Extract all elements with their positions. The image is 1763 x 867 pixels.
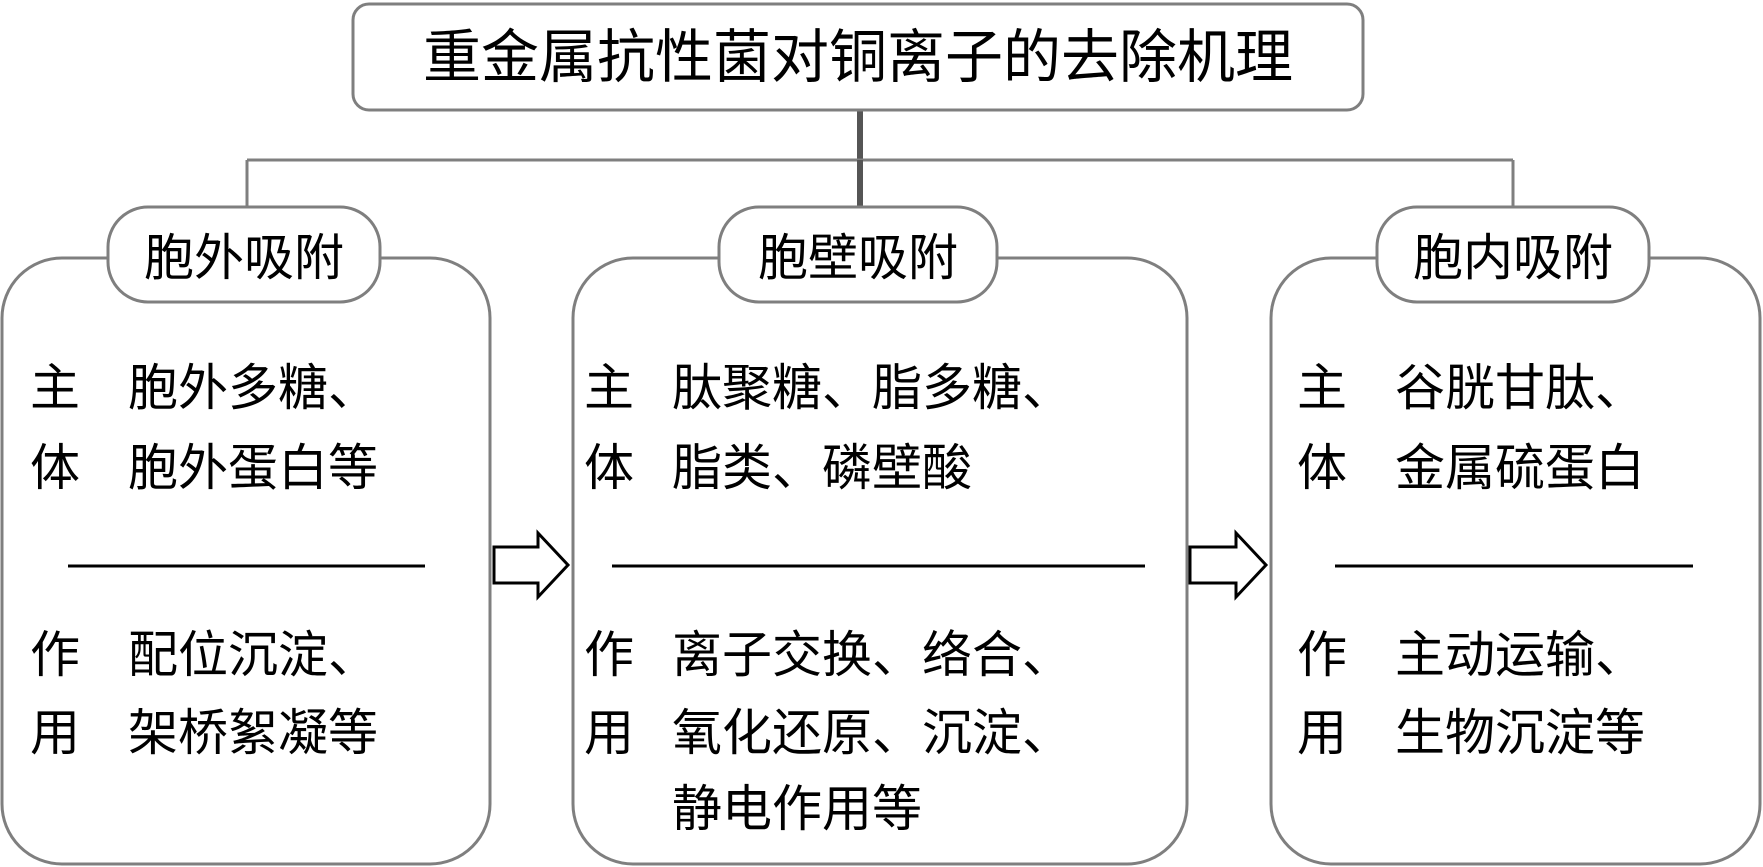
column-header-box: [106, 205, 382, 304]
column-box: [1269, 256, 1762, 866]
column-intracellular: 胞内吸附 主 体 谷胱甘肽、 金属硫蛋白 作 用 主动运输、 生物沉淀等: [1269, 205, 1762, 866]
function-line-2: 氧化还原、沉淀、: [672, 704, 1072, 762]
subject-line-2: 脂类、磷壁酸: [672, 439, 972, 497]
subject-label-1: 主: [30, 359, 80, 417]
subject-line-1: 谷胱甘肽、: [1395, 359, 1645, 417]
subject-label-2: 体: [30, 439, 80, 497]
column-header-box: [1375, 205, 1651, 304]
function-line-1: 离子交换、络合、: [672, 626, 1072, 684]
title-box: [351, 2, 1365, 112]
column-cell-wall: 胞壁吸附 主 体 肽聚糖、脂多糖、 脂类、磷壁酸 作 用 离子交换、络合、 氧化…: [571, 205, 1189, 866]
function-label-2: 用: [1297, 704, 1347, 762]
subject-line-1: 胞外多糖、: [128, 359, 378, 417]
subject-label-2: 体: [584, 439, 634, 497]
column-header: 胞内吸附: [1413, 229, 1613, 287]
arrow-right-icon: [492, 529, 571, 601]
subject-line-2: 金属硫蛋白: [1395, 439, 1645, 497]
subject-line-2: 胞外蛋白等: [128, 439, 378, 497]
function-line-3: 静电作用等: [672, 780, 922, 838]
function-label-2: 用: [584, 704, 634, 762]
column-header: 胞壁吸附: [758, 229, 958, 287]
subject-label-1: 主: [584, 359, 634, 417]
diagram-title: 重金属抗性菌对铜离子的去除机理: [423, 23, 1293, 91]
function-line-1: 主动运输、: [1395, 626, 1645, 684]
subject-line-1: 肽聚糖、脂多糖、: [672, 359, 1072, 417]
column-box: [571, 256, 1189, 866]
arrow-right-icon: [1188, 529, 1269, 601]
function-label-1: 作: [584, 626, 634, 684]
column-header: 胞外吸附: [144, 229, 344, 287]
function-line-1: 配位沉淀、: [128, 626, 378, 684]
function-label-1: 作: [1297, 626, 1347, 684]
function-label-1: 作: [30, 626, 80, 684]
column-box: [0, 256, 492, 866]
function-line-2: 生物沉淀等: [1395, 704, 1645, 762]
function-line-2: 架桥絮凝等: [128, 704, 378, 762]
connector-lines: [245, 110, 1515, 207]
column-extracellular: 胞外吸附 主 体 胞外多糖、 胞外蛋白等 作 用 配位沉淀、 架桥絮凝等: [0, 205, 492, 866]
subject-label-1: 主: [1297, 359, 1347, 417]
title-node: 重金属抗性菌对铜离子的去除机理: [351, 2, 1365, 112]
subject-label-2: 体: [1297, 439, 1347, 497]
column-header-box: [717, 205, 999, 304]
function-label-2: 用: [30, 704, 80, 762]
